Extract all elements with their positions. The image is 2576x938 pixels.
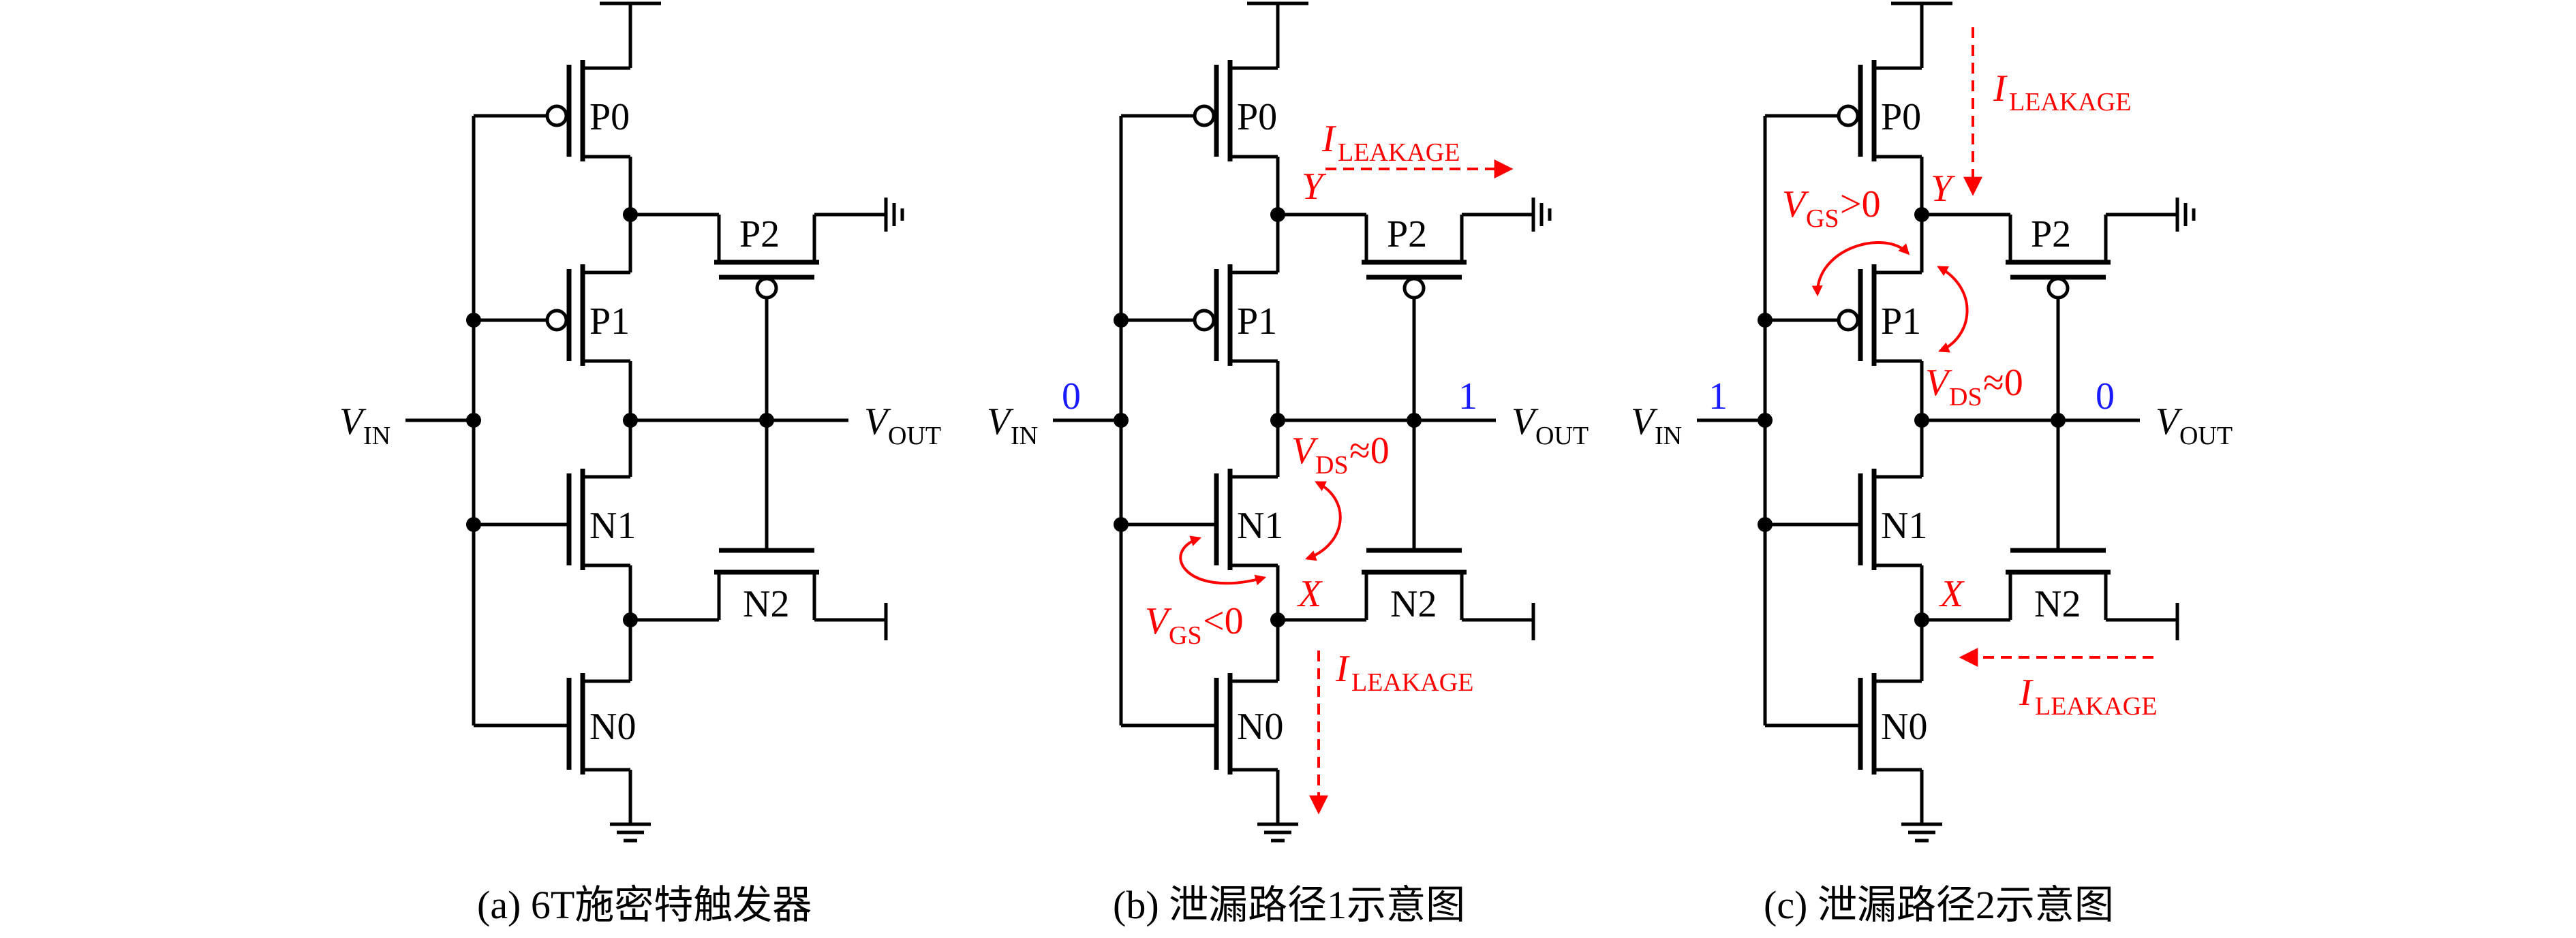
svg-text:≈0: ≈0 — [1349, 430, 1390, 472]
svg-text:OUT: OUT — [1535, 422, 1589, 450]
schmitt-trigger-circuit-b — [1053, 3, 1550, 841]
svg-text:V: V — [2156, 401, 2183, 443]
label-n0: N0 — [589, 706, 636, 748]
vin-value: 0 — [1062, 375, 1081, 418]
svg-text:DS: DS — [1315, 451, 1349, 480]
svg-text:V: V — [1782, 183, 1809, 225]
svg-text:OUT: OUT — [2179, 422, 2233, 450]
svg-text:≈0: ≈0 — [1983, 362, 2023, 404]
svg-text:IN: IN — [1655, 422, 1682, 450]
svg-text:LEAKAGE: LEAKAGE — [1351, 668, 1473, 697]
vgs-label: V GS >0 — [1782, 183, 1881, 233]
panel-b: P0 P1 P2 N1 N2 N0 V IN V OUT 0 1 Y X I L… — [987, 3, 1589, 927]
i-leakage-label-n2: I LEAKAGE — [2019, 672, 2157, 721]
vds-label: V DS ≈0 — [1291, 430, 1390, 480]
svg-text:I: I — [1321, 118, 1336, 160]
label-n1: N1 — [1237, 505, 1283, 547]
vin-label: V IN — [339, 401, 390, 450]
label-p0: P0 — [1881, 96, 1921, 138]
label-p1: P1 — [1237, 300, 1277, 343]
vgs-label: V GS <0 — [1145, 600, 1244, 650]
svg-text:<0: <0 — [1203, 600, 1244, 642]
vin-label: V IN — [1631, 401, 1682, 450]
caption-a: (a) 6T施密特触发器 — [477, 883, 812, 927]
node-y-label: Y — [1931, 168, 1956, 210]
label-p2: P2 — [2031, 213, 2071, 255]
svg-text:I: I — [1993, 67, 2008, 110]
vds-bracket — [1304, 481, 1342, 561]
vds-label: V DS ≈0 — [1925, 362, 2023, 411]
svg-text:IN: IN — [363, 422, 390, 450]
label-p2: P2 — [1387, 213, 1427, 255]
svg-text:LEAKAGE: LEAKAGE — [1338, 138, 1460, 167]
schmitt-trigger-circuit-a — [405, 3, 902, 841]
svg-text:LEAKAGE: LEAKAGE — [2035, 692, 2157, 721]
svg-text:V: V — [987, 401, 1014, 443]
i-leakage-label-p2: I LEAKAGE — [1321, 118, 1460, 167]
label-p0: P0 — [1237, 96, 1277, 138]
label-n1: N1 — [1881, 505, 1927, 547]
label-p2: P2 — [739, 213, 780, 255]
svg-text:V: V — [1631, 401, 1658, 443]
svg-text:V: V — [1291, 430, 1319, 472]
svg-text:IN: IN — [1011, 422, 1038, 450]
label-n0: N0 — [1881, 706, 1927, 748]
label-p1: P1 — [589, 300, 630, 343]
node-x-label: X — [1939, 573, 1965, 615]
svg-text:V: V — [1145, 600, 1172, 642]
svg-text:I: I — [2019, 672, 2034, 714]
vout-value: 1 — [1458, 375, 1477, 418]
svg-text:LEAKAGE: LEAKAGE — [2009, 88, 2131, 116]
svg-text:V: V — [864, 401, 891, 443]
label-p1: P1 — [1881, 300, 1921, 343]
node-x-label: X — [1297, 573, 1323, 615]
caption-c: (c) 泄漏路径2示意图 — [1764, 883, 2114, 927]
i-leakage-label-n2: I LEAKAGE — [1335, 648, 1473, 697]
label-n2: N2 — [1390, 583, 1437, 625]
vgs-bracket — [1179, 535, 1267, 586]
svg-text:DS: DS — [1949, 383, 1982, 411]
label-n2: N2 — [743, 583, 789, 625]
label-n2: N2 — [2034, 583, 2081, 625]
vout-value: 0 — [2096, 375, 2115, 418]
label-n0: N0 — [1237, 706, 1283, 748]
label-n1: N1 — [589, 505, 636, 547]
caption-b: (b) 泄漏路径1示意图 — [1113, 883, 1465, 927]
vout-label: V OUT — [2156, 401, 2233, 450]
panel-a: P0 P1 P2 N1 N2 N0 V IN V OUT (a) 6T施密特触发… — [339, 3, 941, 927]
svg-text:>0: >0 — [1840, 183, 1881, 225]
vin-label: V IN — [987, 401, 1038, 450]
vin-value: 1 — [1708, 375, 1728, 418]
svg-text:V: V — [339, 401, 367, 443]
svg-text:OUT: OUT — [888, 422, 941, 450]
vgs-bracket — [1811, 241, 1910, 297]
svg-text:GS: GS — [1169, 621, 1202, 650]
vout-label: V OUT — [1512, 401, 1589, 450]
i-leakage-label-p0: I LEAKAGE — [1993, 67, 2131, 116]
svg-text:V: V — [1512, 401, 1539, 443]
svg-text:GS: GS — [1806, 204, 1839, 233]
svg-text:I: I — [1335, 648, 1350, 690]
node-y-label: Y — [1302, 166, 1327, 208]
panel-c: P0 P1 P2 N1 N2 N0 V IN V OUT 1 0 Y X I L… — [1631, 3, 2233, 927]
vout-label: V OUT — [864, 401, 941, 450]
label-p0: P0 — [589, 96, 630, 138]
svg-text:V: V — [1925, 362, 1952, 404]
vds-bracket — [1937, 266, 1969, 353]
